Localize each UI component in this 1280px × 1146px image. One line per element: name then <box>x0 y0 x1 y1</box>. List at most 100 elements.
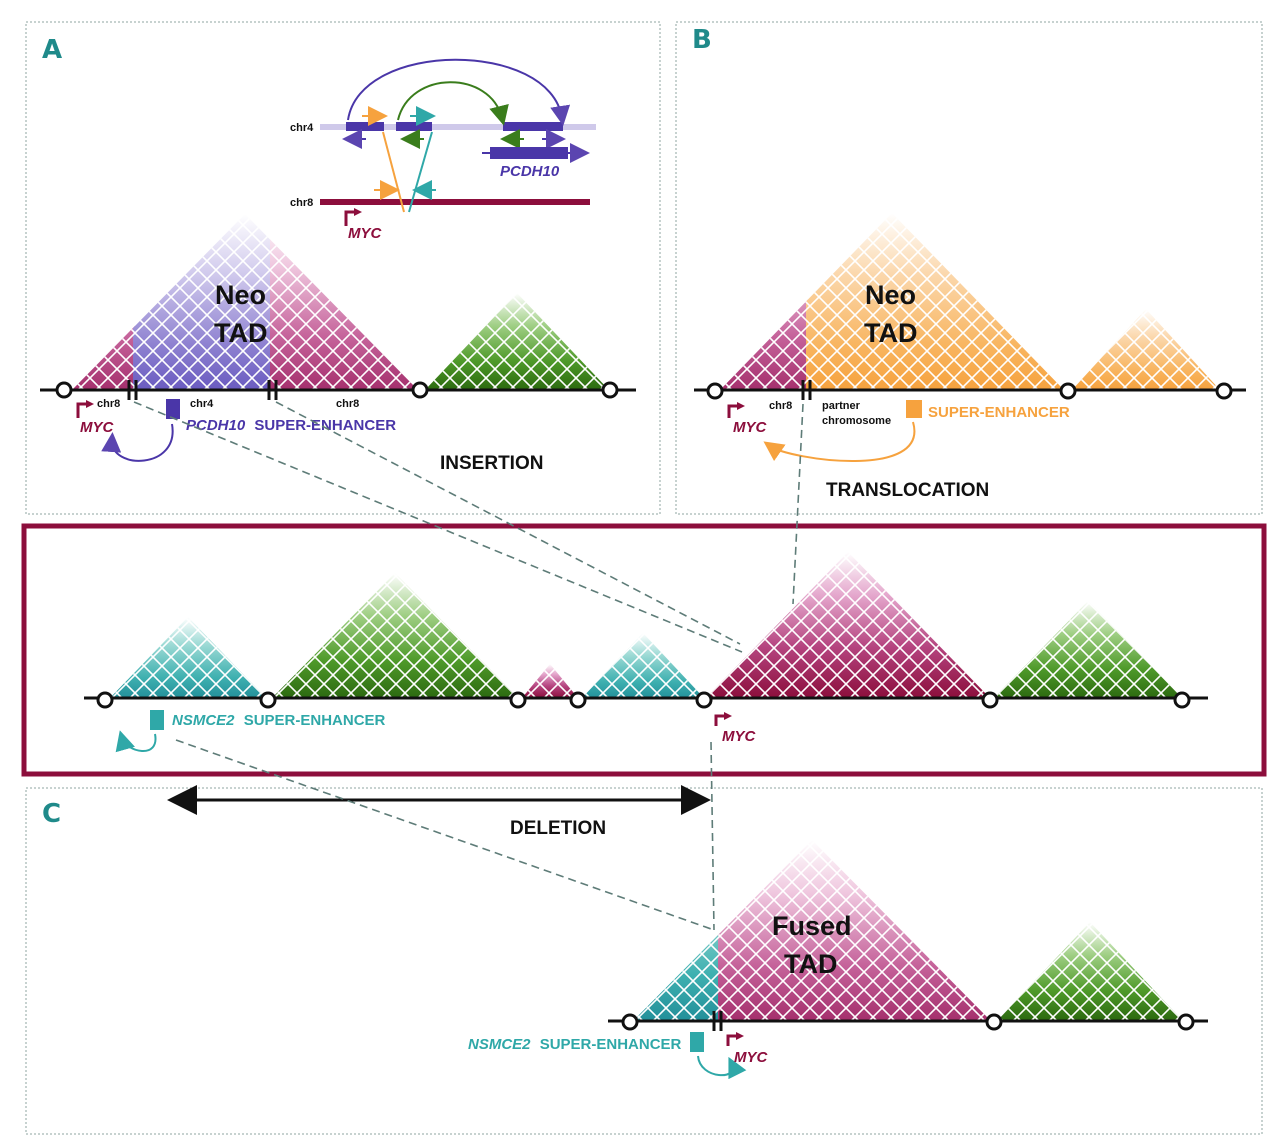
panel-c-boundary-2 <box>985 1013 1003 1031</box>
panel-c-green-tad <box>998 922 1182 1020</box>
connector-c-myc <box>710 741 715 931</box>
tad-lattice <box>272 573 518 698</box>
panel-a-neo-tad <box>72 214 418 390</box>
panel-c-myc-promoter-icon <box>726 1034 738 1046</box>
normal-tad-teal-1 <box>110 617 266 698</box>
inset-insertion-line-orange <box>382 131 405 213</box>
panel-b-event-label: TRANSLOCATION <box>826 480 989 501</box>
panel-a-breakpoint-2 <box>267 380 278 400</box>
inset-chr4-track <box>320 124 596 130</box>
panel-b-se-label: SUPER-ENHANCER <box>928 404 1070 421</box>
panel-c-tad-label-2: TAD <box>784 949 838 979</box>
panel-b-boundary-2 <box>1059 382 1077 400</box>
normal-myc-label: MYC <box>722 728 757 745</box>
normal-se-label: NSMCE2 SUPER-ENHANCER <box>172 712 386 729</box>
panel-c-fused-tad <box>634 840 990 1020</box>
normal-boundary-3 <box>509 691 527 709</box>
panel-b-orange-tad <box>1072 309 1220 390</box>
inset-arc-green <box>397 81 509 126</box>
tad-lattice <box>522 664 578 698</box>
insertion-inset: chr4 PCDH10 chr8 MYC <box>290 58 596 242</box>
tad-lattice <box>994 601 1182 698</box>
green-tad-lattice <box>425 293 609 390</box>
connector-a-chr4-right <box>275 401 741 645</box>
panel-c-tad-label-1: Fused <box>772 911 852 941</box>
panel-a-boundary-3 <box>601 381 619 399</box>
panel-a-boundary-2 <box>411 381 429 399</box>
inset-chr4-segment-2 <box>396 122 432 131</box>
panel-c-se-gene: NSMCE2 <box>468 1036 531 1053</box>
panel-c-boundary-3 <box>1177 1013 1195 1031</box>
panel-b-partner-label-1: partner <box>822 400 861 412</box>
panel-a-chr8-left-label: chr8 <box>97 398 120 410</box>
inset-pcdh10-label: PCDH10 <box>500 163 560 180</box>
panel-a-myc-promoter-icon <box>76 402 88 418</box>
tad-lattice <box>582 633 704 698</box>
tad-lattice <box>110 617 266 698</box>
normal-locus-frame <box>21 523 1267 777</box>
inset-chr8-track <box>320 199 590 205</box>
normal-se-text: SUPER-ENHANCER <box>244 712 386 729</box>
panel-a-green-tad <box>425 293 609 390</box>
panel-c-myc-label: MYC <box>734 1049 769 1066</box>
panel-c-se-label: NSMCE2 SUPER-ENHANCER <box>468 1036 682 1053</box>
panel-c-enhancer-loop <box>697 1055 747 1080</box>
panel-a-myc-label: MYC <box>80 419 115 436</box>
connector-b-breakpoint <box>792 403 804 605</box>
fused-tad-lattice <box>634 840 990 1020</box>
deletion-label: DELETION <box>510 818 606 839</box>
normal-tad-teal-2 <box>582 633 704 698</box>
inset-chr4-segment-1 <box>346 122 384 131</box>
green-tad-lattice <box>998 922 1182 1020</box>
panel-a-enhancer-loop <box>101 423 174 462</box>
panel-b-tad-label-2: TAD <box>864 318 918 348</box>
normal-tad-small-magenta <box>522 664 578 698</box>
normal-boundary-7 <box>1173 691 1191 709</box>
panel-c-boundary-1 <box>621 1013 639 1031</box>
normal-boundary-6 <box>981 691 999 709</box>
panel-b-enhancer-box <box>906 400 922 418</box>
panel-b-myc-label: MYC <box>733 419 768 436</box>
normal-boundary-4 <box>569 691 587 709</box>
panel-a-chr4-label: chr4 <box>190 398 214 410</box>
panel-a-event-label: INSERTION <box>440 453 543 474</box>
panel-a-boundary-1 <box>55 381 73 399</box>
panel-b-frame <box>675 21 1263 515</box>
normal-tad-green-2 <box>994 601 1182 698</box>
panel-a-letter: A <box>42 35 62 65</box>
normal-tad-green-1 <box>272 573 518 698</box>
panel-b-tad-label-1: Neo <box>865 280 916 310</box>
panel-a-se-label: PCDH10 SUPER-ENHANCER <box>186 417 396 434</box>
panel-c-se-text: SUPER-ENHANCER <box>540 1036 682 1053</box>
panel-a-frame <box>25 21 661 515</box>
panel-c-letter: C <box>42 799 61 829</box>
normal-nsmce2-enhancer-box <box>150 710 164 730</box>
panel-a-myc-arrowhead <box>86 400 94 408</box>
tad-lattice <box>706 552 990 698</box>
panel-b-boundary-3 <box>1215 382 1233 400</box>
inset-myc-arrowhead <box>354 208 362 216</box>
inset-arc-purple <box>347 58 571 126</box>
panel-b-myc-promoter-icon <box>727 404 739 418</box>
panel-b-letter: B <box>692 25 712 55</box>
dashed-connectors <box>133 401 804 931</box>
normal-myc-arrowhead <box>724 712 732 720</box>
normal-tad-myc-magenta <box>706 552 990 698</box>
panel-c-nsmce2-enhancer-box <box>690 1032 704 1052</box>
normal-boundary-1 <box>96 691 114 709</box>
panel-a-se-text: SUPER-ENHANCER <box>254 417 396 434</box>
panel-b-chr8-label: chr8 <box>769 400 792 412</box>
panel-a-se-gene: PCDH10 <box>186 417 246 434</box>
panel-b-neo-tad <box>720 213 1064 390</box>
inset-myc-label: MYC <box>348 225 383 242</box>
panel-c-breakpoint <box>712 1011 723 1031</box>
normal-myc-promoter-icon <box>714 714 726 726</box>
inset-chr4-segment-3 <box>503 122 563 131</box>
panel-b-enhancer-loop <box>763 421 916 462</box>
panel-c-myc-arrowhead <box>736 1032 744 1040</box>
inset-chr8-label: chr8 <box>290 197 313 209</box>
panel-b-myc-arrowhead <box>737 402 745 410</box>
normal-boundary-5 <box>695 691 713 709</box>
inset-myc-promoter-icon <box>344 210 356 226</box>
